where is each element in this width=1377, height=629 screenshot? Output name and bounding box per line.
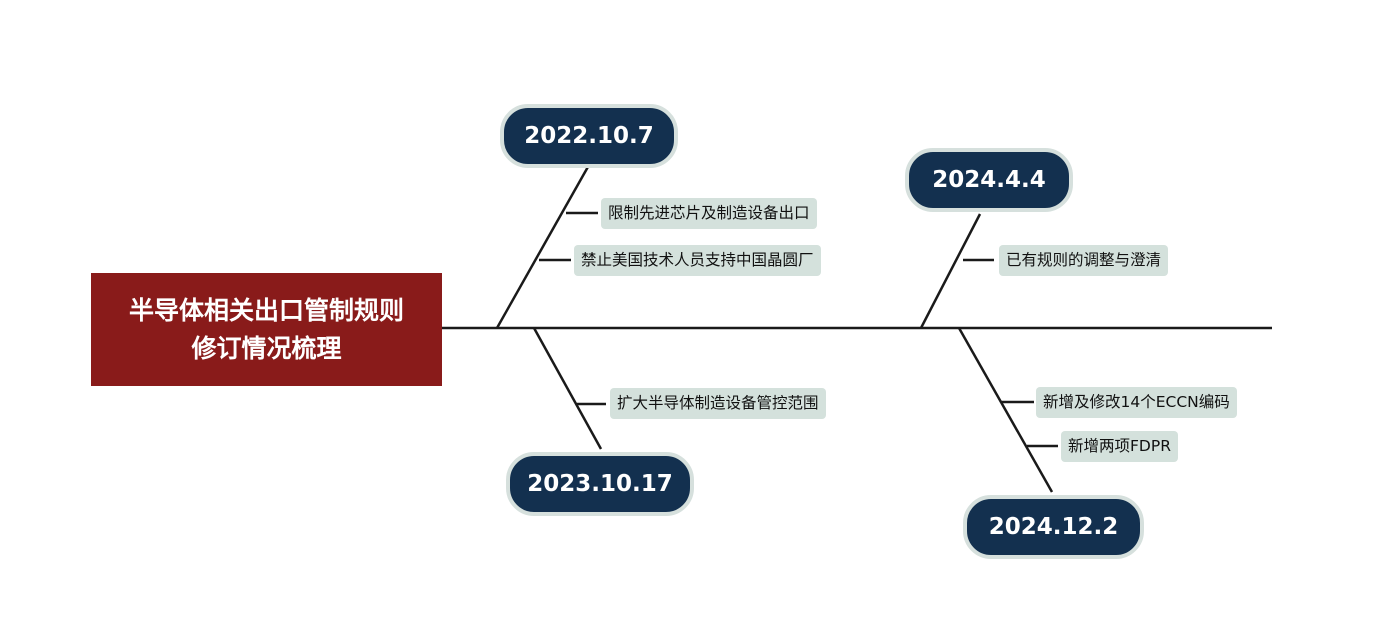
bone-2024-12-2 [957, 327, 1054, 493]
diagram-head-title: 半导体相关出口管制规则修订情况梳理 [91, 273, 442, 386]
date-node-2022-10-7: 2022.10.7 [500, 104, 678, 168]
bone-2024-4-4 [919, 213, 982, 329]
item-label-2024-12-2-2: 新增两项FDPR [1061, 431, 1178, 462]
item-label-2022-10-7-1: 限制先进芯片及制造设备出口 [601, 198, 817, 229]
date-node-2024-4-4: 2024.4.4 [905, 148, 1073, 212]
item-label-2024-4-4-1: 已有规则的调整与澄清 [999, 245, 1169, 276]
bone-2023-10-17 [532, 327, 603, 450]
date-node-2023-10-17: 2023.10.17 [506, 452, 694, 516]
date-node-2024-12-2: 2024.12.2 [963, 495, 1144, 559]
bone-2022-10-7 [495, 164, 591, 329]
item-label-2022-10-7-2: 禁止美国技术人员支持中国晶圆厂 [574, 245, 821, 276]
item-label-2023-10-17-1: 扩大半导体制造设备管控范围 [610, 388, 826, 419]
item-label-2024-12-2-1: 新增及修改14个ECCN编码 [1036, 387, 1237, 418]
